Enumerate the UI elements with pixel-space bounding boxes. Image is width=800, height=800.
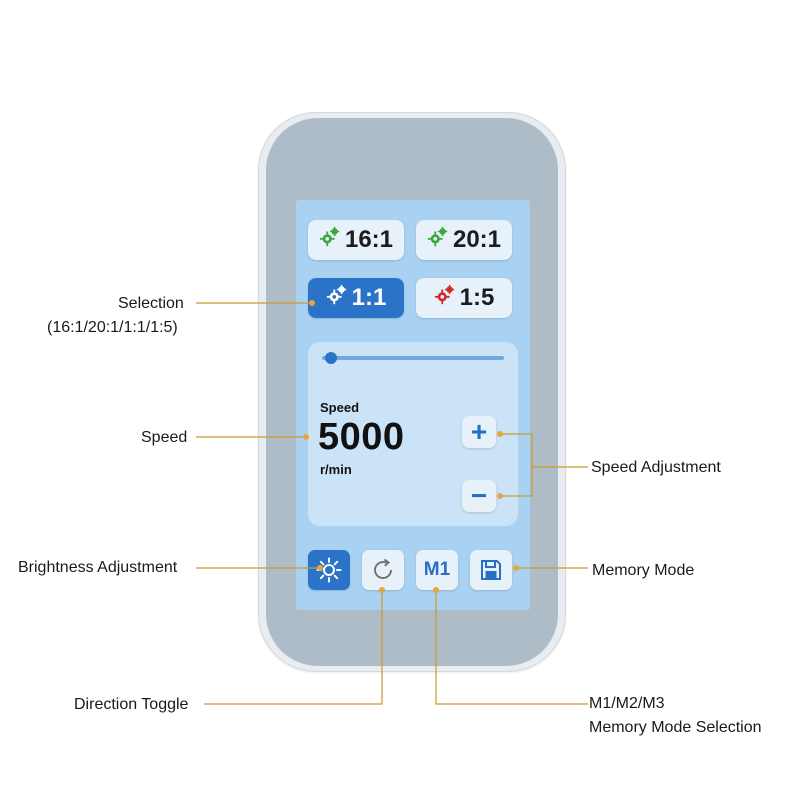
annotation-brightness: Brightness Adjustment [18,559,178,576]
memory-save-button[interactable] [470,550,512,590]
ratio-label: 20:1 [452,226,502,253]
annotation-selection: Selection [118,295,184,312]
annotation-memory-selection-line2: Memory Mode Selection [589,719,762,736]
ratio-label: 16:1 [344,226,394,253]
speed-label: Speed [320,400,360,415]
speed-unit: r/min [320,462,352,477]
floppy-disk-icon [481,560,501,580]
speed-decrease-button[interactable]: − [462,480,496,512]
touch-screen: 16:1 20:1 1:1 1:5 Speed 5000 r/min + − [296,200,530,610]
ratio-button-16-1[interactable]: 16:1 [308,220,404,260]
annotation-direction-toggle: Direction Toggle [74,696,189,713]
gear-icon [326,284,346,305]
gear-icon [319,226,340,247]
sun-icon [316,557,342,583]
speed-increase-button[interactable]: + [462,416,496,448]
annotation-memory-selection-line1: M1/M2/M3 [589,695,665,712]
annotation-speed: Speed [141,429,188,446]
ratio-button-1-5[interactable]: 1:5 [416,278,512,318]
rotate-icon [374,558,392,579]
speed-value: 5000 [318,416,405,458]
annotation-memory-mode: Memory Mode [592,562,695,579]
memory-label: M1 [423,559,451,580]
plus-icon: + [470,416,488,447]
ratio-button-20-1[interactable]: 20:1 [416,220,512,260]
annotation-speed-adjustment: Speed Adjustment [591,459,721,476]
annotation-selection-options: (16:1/20:1/1:1/1:5) [47,319,178,336]
speed-slider-track[interactable] [322,356,504,360]
speed-panel: Speed 5000 r/min + − [308,342,518,526]
ratio-button-1-1[interactable]: 1:1 [308,278,404,318]
gear-icon [434,284,454,305]
ratio-label: 1:5 [459,284,495,311]
ratio-label: 1:1 [351,284,387,311]
brightness-button[interactable] [308,550,350,590]
speed-slider-thumb[interactable] [325,352,338,364]
memory-select-button[interactable]: M1 [416,550,458,590]
minus-icon: − [470,480,488,511]
direction-toggle-button[interactable] [362,550,404,590]
gear-icon [427,226,448,247]
